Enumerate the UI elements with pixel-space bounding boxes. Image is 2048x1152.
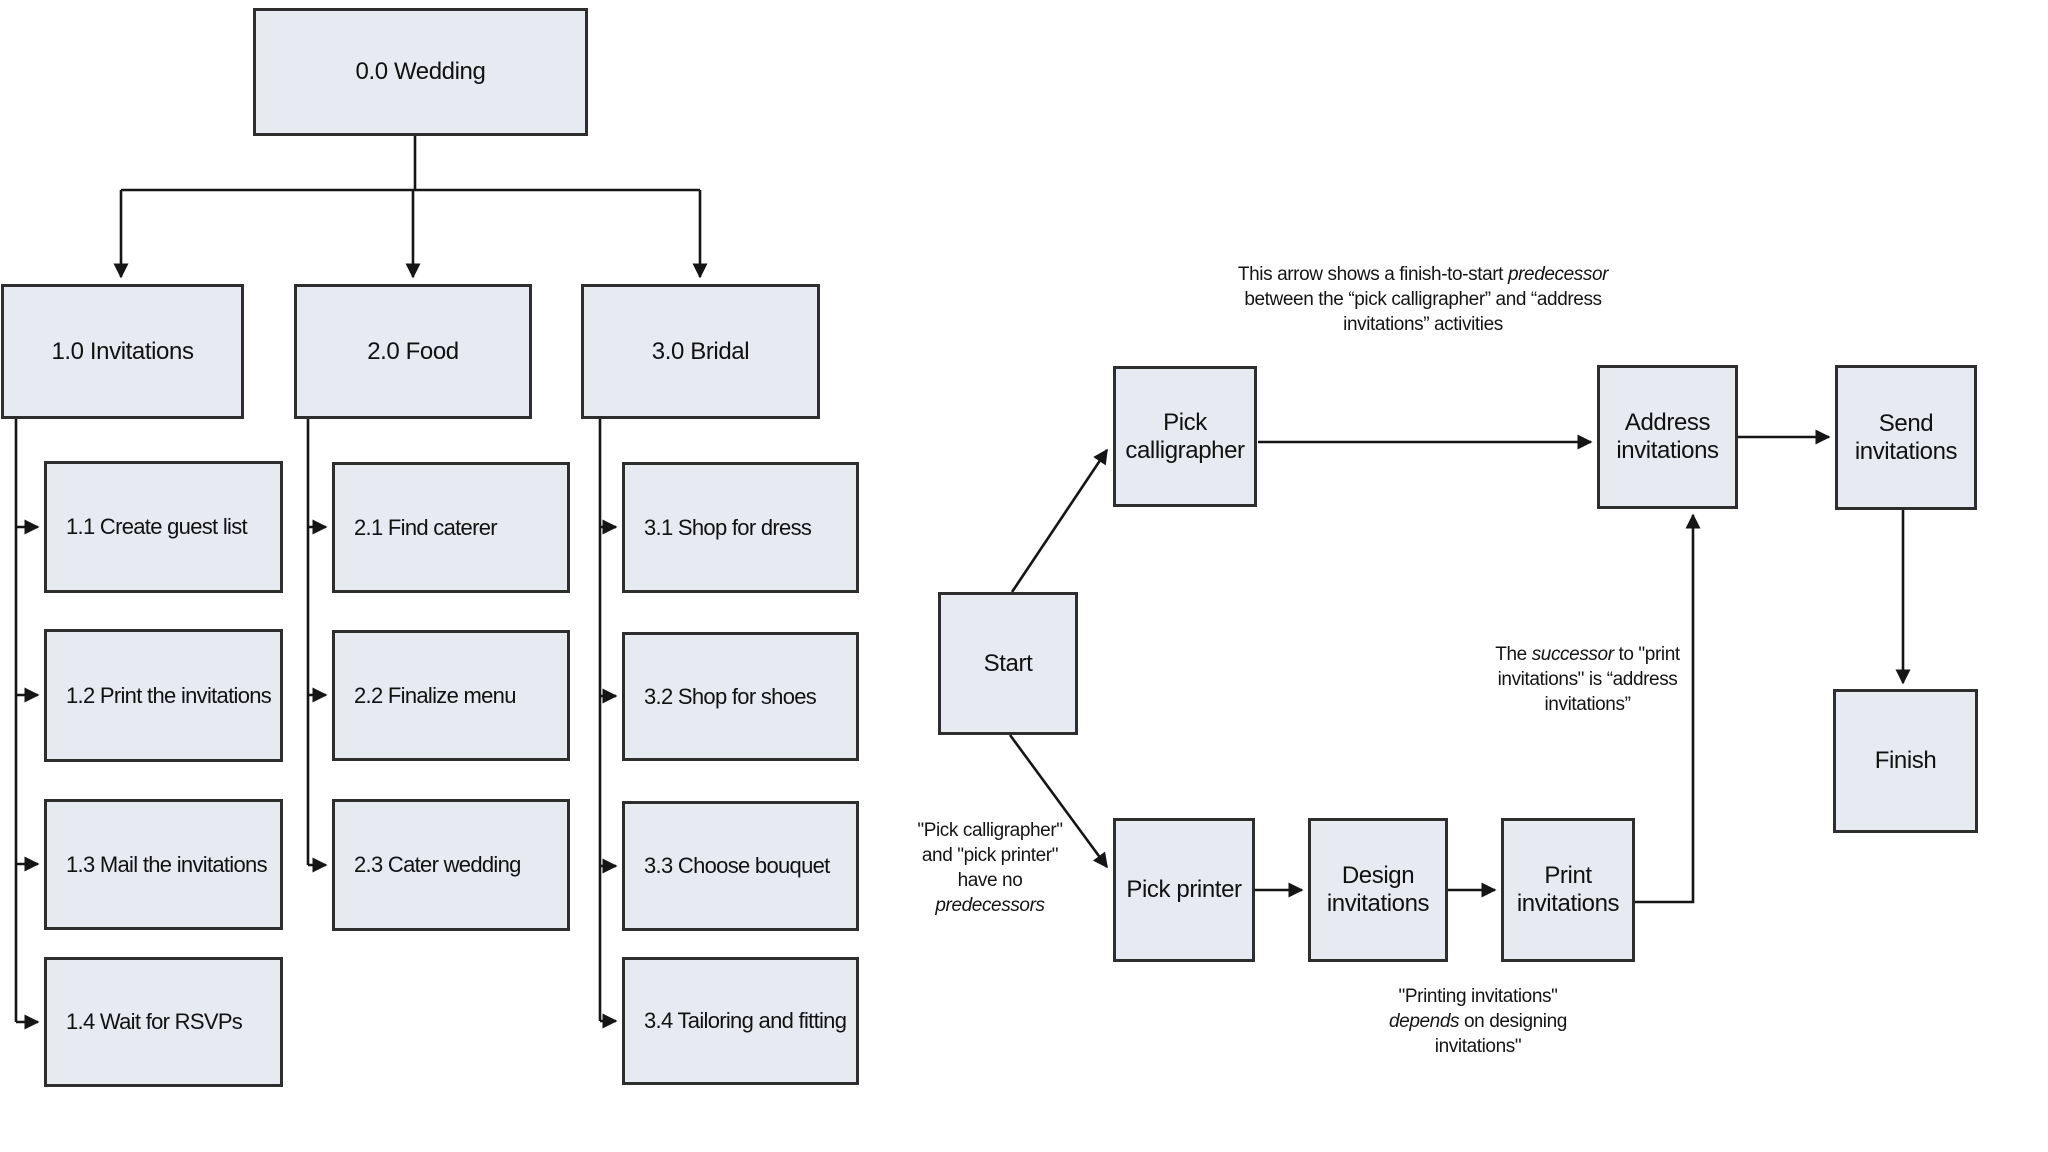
network-node-design-invitations-label: Design invitations bbox=[1326, 862, 1430, 917]
network-node-pick-calligrapher: Pick calligrapher bbox=[1113, 366, 1257, 507]
network-node-print-invitations: Print invitations bbox=[1501, 818, 1635, 962]
annotation-no-predecessors-italic: predecessors bbox=[935, 895, 1045, 917]
annotation-successor: The successor to "print invitations" is … bbox=[1480, 642, 1695, 717]
wbs-node-invitations-label: 1.0 Invitations bbox=[51, 337, 194, 365]
edge-print-address bbox=[1635, 513, 1701, 904]
annotation-successor-text: The bbox=[1495, 644, 1532, 665]
network-node-pick-printer-label: Pick printer bbox=[1126, 876, 1242, 904]
network-node-pick-calligrapher-label: Pick calligrapher bbox=[1125, 408, 1245, 464]
wbs-node-choose-bouquet-label: 3.3 Choose bouquet bbox=[644, 853, 830, 879]
annotation-successor-italic: successor bbox=[1531, 644, 1614, 665]
network-node-finish: Finish bbox=[1833, 689, 1978, 833]
wbs-node-wait-for-rsvps-label: 1.4 Wait for RSVPs bbox=[66, 1009, 243, 1035]
network-node-design-invitations: Design invitations bbox=[1308, 818, 1448, 962]
network-node-finish-label: Finish bbox=[1874, 747, 1937, 775]
annotation-successor-text2: to "print invitations" is “address invit… bbox=[1497, 644, 1681, 716]
wbs-node-food-label: 2.0 Food bbox=[367, 337, 459, 365]
wbs-node-create-guest-list-label: 1.1 Create guest list bbox=[66, 514, 248, 540]
wbs-node-wait-for-rsvps: 1.4 Wait for RSVPs bbox=[44, 957, 283, 1087]
edge-start-pick-calligrapher bbox=[1010, 448, 1109, 593]
wbs-node-finalize-menu: 2.2 Finalize menu bbox=[332, 630, 570, 761]
wbs-node-print-the-invitations: 1.2 Print the invitations bbox=[44, 629, 283, 762]
wbs-node-shop-for-shoes-label: 3.2 Shop for shoes bbox=[644, 683, 817, 709]
network-node-print-invitations-label: Print invitations bbox=[1516, 862, 1620, 917]
annotation-finish-to-start-text2: between the “pick calligrapher” and “add… bbox=[1244, 289, 1602, 336]
wbs-node-bridal-label: 3.0 Bridal bbox=[651, 337, 750, 365]
wbs-node-invitations: 1.0 Invitations bbox=[1, 284, 244, 419]
wbs-node-tailoring-and-fitting-label: 3.4 Tailoring and fitting bbox=[644, 1008, 847, 1034]
annotation-finish-to-start-italic: predecessor bbox=[1507, 264, 1609, 285]
annotation-finish-to-start: This arrow shows a finish-to-start prede… bbox=[1193, 262, 1653, 337]
wbs-node-find-caterer-label: 2.1 Find caterer bbox=[354, 514, 498, 540]
network-node-address-invitations-label: Address invitations bbox=[1616, 409, 1719, 464]
annotation-depends-text2: on designing invitations" bbox=[1434, 1011, 1568, 1058]
wbs-node-create-guest-list: 1.1 Create guest list bbox=[44, 461, 283, 593]
network-node-start-label: Start bbox=[983, 649, 1033, 677]
wbs-node-tailoring-and-fitting: 3.4 Tailoring and fitting bbox=[622, 957, 859, 1085]
annotation-depends: "Printing invitations" depends on design… bbox=[1368, 984, 1588, 1059]
annotation-depends-italic: depends bbox=[1389, 1011, 1460, 1033]
network-node-start: Start bbox=[938, 592, 1078, 735]
wbs-node-shop-for-dress-label: 3.1 Shop for dress bbox=[644, 514, 812, 540]
wbs-node-wedding: 0.0 Wedding bbox=[253, 8, 588, 136]
wbs-node-food: 2.0 Food bbox=[294, 284, 532, 419]
wbs-node-finalize-menu-label: 2.2 Finalize menu bbox=[354, 682, 516, 708]
wbs-node-wedding-label: 0.0 Wedding bbox=[355, 58, 486, 86]
annotation-depends-text: "Printing invitations" bbox=[1398, 986, 1558, 1007]
wbs-node-mail-the-invitations-label: 1.3 Mail the invitations bbox=[66, 851, 268, 877]
network-node-send-invitations: Send invitations bbox=[1835, 365, 1977, 510]
wbs-node-shop-for-dress: 3.1 Shop for dress bbox=[622, 462, 859, 593]
wbs-node-find-caterer: 2.1 Find caterer bbox=[332, 462, 570, 593]
wbs-node-bridal: 3.0 Bridal bbox=[581, 284, 820, 419]
network-node-send-invitations-label: Send invitations bbox=[1854, 409, 1958, 465]
annotation-finish-to-start-text: This arrow shows a finish-to-start bbox=[1237, 264, 1508, 285]
wbs-node-choose-bouquet: 3.3 Choose bouquet bbox=[622, 801, 859, 931]
edge-start-pick-printer bbox=[1008, 734, 1109, 869]
wbs-node-cater-wedding: 2.3 Cater wedding bbox=[332, 799, 570, 931]
annotation-no-predecessors: "Pick calligrapher" and "pick printer" h… bbox=[900, 818, 1080, 918]
wbs-node-mail-the-invitations: 1.3 Mail the invitations bbox=[44, 799, 283, 930]
network-node-pick-printer: Pick printer bbox=[1113, 818, 1255, 962]
annotation-no-predecessors-text: "Pick calligrapher" and "pick printer" h… bbox=[917, 820, 1063, 892]
wbs-node-print-the-invitations-label: 1.2 Print the invitations bbox=[66, 682, 272, 708]
network-node-address-invitations: Address invitations bbox=[1597, 365, 1738, 509]
wbs-node-cater-wedding-label: 2.3 Cater wedding bbox=[354, 852, 521, 878]
wbs-node-shop-for-shoes: 3.2 Shop for shoes bbox=[622, 632, 859, 761]
